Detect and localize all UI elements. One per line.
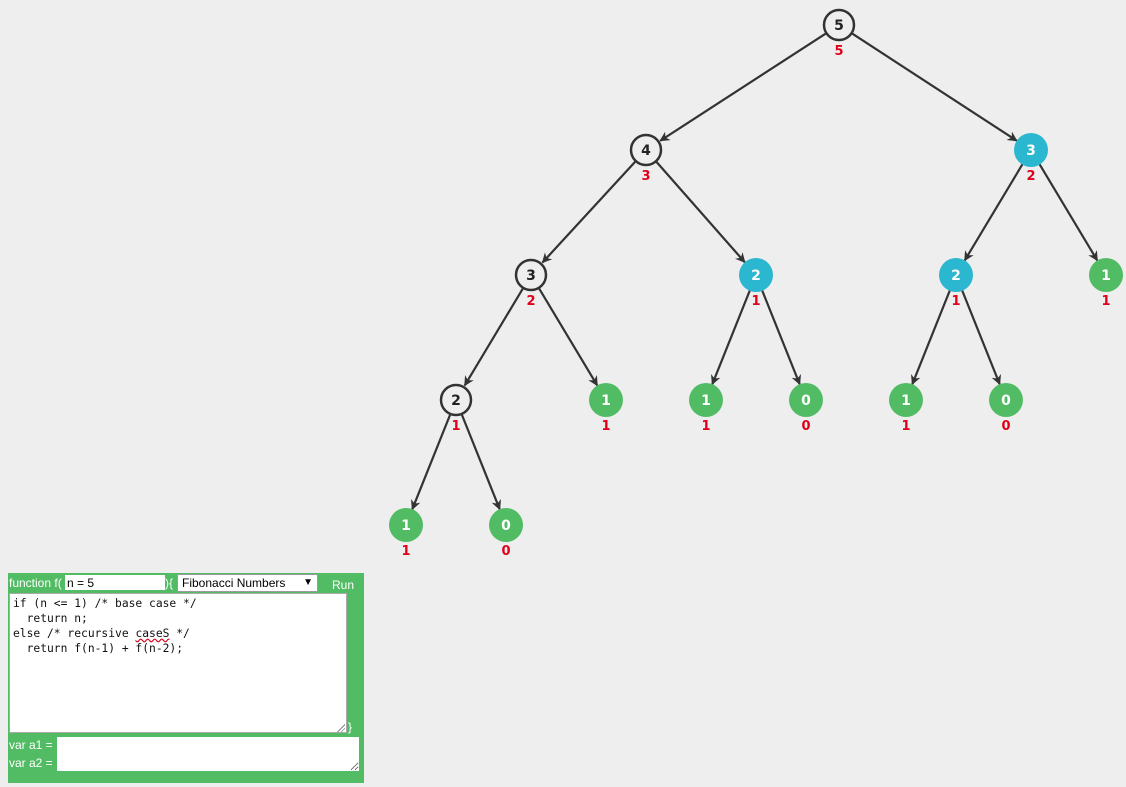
tree-node-circle — [989, 383, 1023, 417]
resize-grip-icon[interactable] — [336, 723, 345, 732]
tree-node-circle — [889, 383, 923, 417]
tree-edges — [411, 32, 1099, 511]
tree-edge — [911, 289, 952, 386]
parameter-input[interactable] — [65, 575, 165, 590]
tree-node: 21 — [939, 258, 973, 309]
run-button[interactable]: Run — [326, 577, 360, 593]
tree-node: 11 — [389, 508, 423, 559]
tree-node-return-value: 1 — [751, 294, 760, 309]
tree-node-circle — [1089, 258, 1123, 292]
tree-node-return-value: 1 — [951, 294, 960, 309]
tree-node-label: 0 — [801, 393, 811, 409]
tree-node: 55 — [822, 8, 856, 59]
tree-node: 11 — [1089, 258, 1123, 309]
function-signature-prefix: function f( — [9, 576, 62, 590]
tree-edge — [963, 163, 1024, 262]
tree-node-label: 1 — [701, 393, 711, 409]
tree-node: 11 — [889, 383, 923, 434]
tree-edge — [541, 161, 636, 264]
preset-dropdown[interactable]: Fibonacci Numbers ▼ — [177, 574, 318, 592]
tree-node-label: 3 — [1026, 143, 1036, 159]
tree-edge — [538, 288, 599, 387]
tree-node-circle — [389, 508, 423, 542]
var-a1-label: var a1 = — [9, 738, 53, 752]
tree-edge — [463, 288, 524, 387]
tree-node: 11 — [589, 383, 623, 434]
tree-edge — [411, 414, 452, 511]
tree-node: 21 — [439, 383, 473, 434]
tree-node: 32 — [1014, 133, 1048, 184]
tree-edge — [960, 289, 1001, 386]
tree-node-label: 1 — [1101, 268, 1111, 284]
var-a2-label: var a2 = — [9, 756, 53, 770]
tree-edge — [1038, 163, 1099, 262]
tree-node-return-value: 0 — [501, 544, 510, 559]
tree-node-label: 1 — [401, 518, 411, 534]
tree-node: 43 — [629, 133, 663, 184]
code-line: else /* recursive caseS */ — [13, 627, 190, 640]
tree-edge — [460, 414, 501, 511]
function-header: function f( ){ Fibonacci Numbers ▼ Run — [8, 574, 364, 592]
tree-node-circle — [514, 258, 548, 292]
tree-node-circle — [689, 383, 723, 417]
tree-edge — [760, 289, 801, 386]
tree-node-label: 5 — [834, 18, 844, 34]
tree-node-return-value: 5 — [834, 44, 843, 59]
code-line: return n; — [13, 612, 88, 625]
tree-node: 21 — [739, 258, 773, 309]
code-line: if (n <= 1) /* base case */ — [13, 597, 197, 610]
tree-node: 00 — [789, 383, 823, 434]
tree-edge — [711, 289, 752, 386]
tree-node-return-value: 1 — [901, 419, 910, 434]
preset-dropdown-value: Fibonacci Numbers — [182, 576, 286, 590]
tree-node-circle — [789, 383, 823, 417]
tree-node-label: 0 — [1001, 393, 1011, 409]
tree-node-label: 2 — [951, 268, 961, 284]
code-textarea[interactable]: if (n <= 1) /* base case */ return n; els… — [9, 593, 347, 733]
function-signature-close: } — [348, 720, 353, 734]
tree-node-return-value: 1 — [601, 419, 610, 434]
tree-node-label: 1 — [601, 393, 611, 409]
tree-node-circle — [939, 258, 973, 292]
tree-node-return-value: 2 — [1026, 169, 1035, 184]
tree-edge — [655, 161, 746, 263]
tree-node-return-value: 1 — [701, 419, 710, 434]
tree-node-circle — [1014, 133, 1048, 167]
tree-edge — [659, 32, 827, 142]
tree-node-return-value: 1 — [451, 419, 460, 434]
tree-node-circle — [739, 258, 773, 292]
tree-node-return-value: 0 — [1001, 419, 1010, 434]
tree-node-label: 2 — [751, 268, 761, 284]
dropdown-arrow-icon: ▼ — [303, 577, 313, 588]
globals-input[interactable] — [57, 737, 359, 771]
tree-node-label: 2 — [451, 393, 461, 409]
code-line: return f(n-1) + f(n-2); — [13, 642, 184, 655]
tree-node-return-value: 3 — [641, 169, 650, 184]
tree-node: 00 — [489, 508, 523, 559]
tree-node-return-value: 1 — [401, 544, 410, 559]
tree-node-return-value: 0 — [801, 419, 810, 434]
tree-edge — [851, 32, 1018, 142]
tree-node-circle — [439, 383, 473, 417]
tree-node-label: 0 — [501, 518, 511, 534]
function-signature-open: ){ — [165, 576, 174, 590]
code-editor-panel: function f( ){ Fibonacci Numbers ▼ Run i… — [8, 573, 364, 783]
tree-node-return-value: 2 — [526, 294, 535, 309]
tree-node: 32 — [514, 258, 548, 309]
tree-node: 00 — [989, 383, 1023, 434]
tree-node-circle — [629, 133, 663, 167]
tree-node-circle — [489, 508, 523, 542]
tree-node-return-value: 1 — [1101, 294, 1110, 309]
tree-node-label: 3 — [526, 268, 536, 284]
tree-node-circle — [822, 8, 856, 42]
tree-node: 11 — [689, 383, 723, 434]
tree-node-circle — [589, 383, 623, 417]
tree-node-label: 1 — [901, 393, 911, 409]
tree-node-label: 4 — [641, 143, 651, 159]
